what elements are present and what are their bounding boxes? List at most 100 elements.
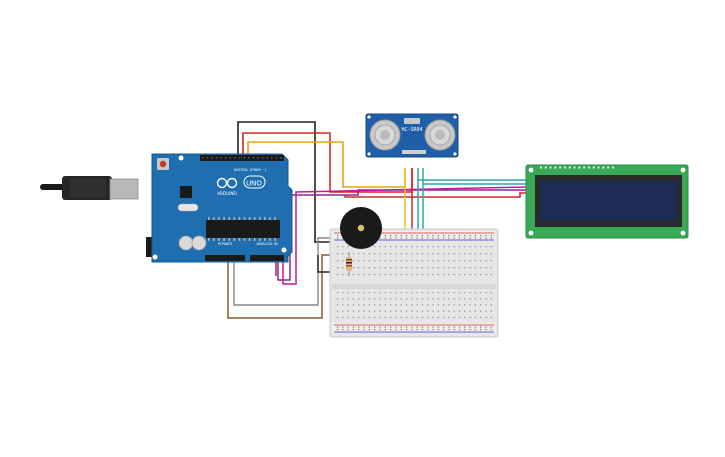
- resistor[interactable]: [346, 252, 352, 276]
- power-rail-hole: [395, 326, 397, 328]
- terminal-hole: [453, 260, 455, 262]
- power-rail-hole: [480, 237, 482, 239]
- terminal-hole: [458, 246, 461, 248]
- power-rail-hole: [427, 326, 429, 328]
- chip-pin: [264, 217, 266, 220]
- digital-pin: [206, 157, 209, 159]
- wire-gray-bottom[interactable]: [233, 237, 345, 306]
- terminal-hole: [368, 253, 370, 255]
- terminal-hole: [480, 298, 482, 300]
- terminal-hole: [405, 298, 408, 300]
- wire-brown-bottom-1[interactable]: [227, 254, 345, 319]
- terminal-hole: [416, 304, 418, 306]
- power-rail-hole: [337, 235, 339, 237]
- ultrasonic-sensor[interactable]: HC-SR04: [365, 113, 459, 158]
- power-rail-hole: [347, 326, 349, 328]
- terminal-hole: [384, 316, 386, 318]
- terminal-hole: [411, 304, 413, 306]
- terminal-hole: [390, 267, 392, 269]
- terminal-hole: [379, 310, 381, 312]
- terminal-hole: [342, 292, 344, 294]
- power-rail-hole: [448, 237, 450, 239]
- chip-pin: [223, 238, 225, 241]
- arduino-uno[interactable]: UNO ARDUINO DIGITAL (PWM ~) POWER ANALOG…: [40, 153, 293, 263]
- breadboard[interactable]: [329, 228, 499, 338]
- terminal-hole: [469, 260, 471, 262]
- power-rail-hole: [416, 326, 418, 328]
- power-rail-hole: [453, 235, 455, 237]
- power-rail-hole: [416, 237, 418, 239]
- lcd-display[interactable]: [525, 164, 689, 239]
- terminal-hole: [363, 310, 365, 312]
- power-rail-hole: [337, 329, 339, 331]
- terminal-hole: [374, 253, 376, 255]
- terminal-hole: [469, 292, 471, 294]
- terminal-hole: [395, 274, 397, 276]
- power-rail-hole: [421, 237, 423, 239]
- terminal-hole: [337, 298, 339, 300]
- terminal-hole: [411, 274, 413, 276]
- terminal-hole: [374, 267, 376, 269]
- power-rail-hole: [453, 329, 455, 331]
- terminal-hole: [342, 304, 344, 306]
- power-rail-hole: [379, 329, 381, 331]
- terminal-hole: [421, 267, 423, 269]
- power-rail-hole: [464, 237, 466, 239]
- digital-pin: [234, 157, 236, 159]
- power-rail-hole: [490, 237, 492, 239]
- terminal-hole: [469, 304, 471, 306]
- terminal-hole: [453, 274, 455, 276]
- terminal-hole: [490, 310, 492, 312]
- terminal-hole: [358, 304, 360, 306]
- terminal-hole: [474, 267, 476, 269]
- terminal-hole: [337, 310, 339, 312]
- power-rail-hole: [405, 326, 408, 328]
- terminal-hole: [432, 298, 434, 300]
- piezo-buzzer[interactable]: [340, 207, 382, 249]
- terminal-hole: [480, 292, 482, 294]
- terminal-hole: [384, 260, 386, 262]
- power-rail-hole: [437, 326, 439, 328]
- chip-pin: [269, 238, 271, 241]
- digital-pin: [229, 157, 232, 159]
- power-rail-hole: [437, 235, 439, 237]
- chip-pin: [274, 238, 276, 241]
- terminal-hole: [443, 298, 445, 300]
- terminal-hole: [469, 298, 471, 300]
- terminal-hole: [485, 246, 487, 248]
- power-rail-hole: [458, 235, 461, 237]
- digital-pin: [266, 157, 268, 159]
- terminal-hole: [485, 253, 487, 255]
- terminal-hole: [405, 260, 408, 262]
- terminal-hole: [458, 292, 461, 294]
- terminal-hole: [443, 310, 445, 312]
- terminal-hole: [400, 310, 402, 312]
- terminal-hole: [437, 260, 439, 262]
- terminal-hole: [411, 298, 413, 300]
- terminal-hole: [427, 298, 429, 300]
- terminal-hole: [485, 267, 487, 269]
- power-rail-hole: [448, 326, 450, 328]
- terminal-hole: [474, 274, 476, 276]
- terminal-hole: [374, 292, 376, 294]
- power-rail-hole: [480, 326, 482, 328]
- terminal-hole: [453, 253, 455, 255]
- chip-pin: [208, 217, 210, 220]
- terminal-hole: [358, 260, 360, 262]
- wire-magenta-lcd[interactable]: [282, 186, 529, 285]
- terminal-hole: [427, 304, 429, 306]
- terminal-hole: [395, 310, 397, 312]
- crystal: [177, 203, 199, 212]
- wire-black-top[interactable]: [237, 121, 332, 243]
- wire-red-lcd[interactable]: [344, 192, 528, 198]
- terminal-hole: [368, 267, 370, 269]
- chip-pin: [218, 217, 220, 220]
- terminal-hole: [490, 246, 492, 248]
- terminal-hole: [443, 316, 445, 318]
- chip-pin: [228, 217, 230, 220]
- power-rail-hole: [400, 235, 402, 237]
- terminal-hole: [480, 246, 482, 248]
- terminal-hole: [358, 253, 360, 255]
- terminal-hole: [416, 292, 418, 294]
- terminal-hole: [384, 292, 386, 294]
